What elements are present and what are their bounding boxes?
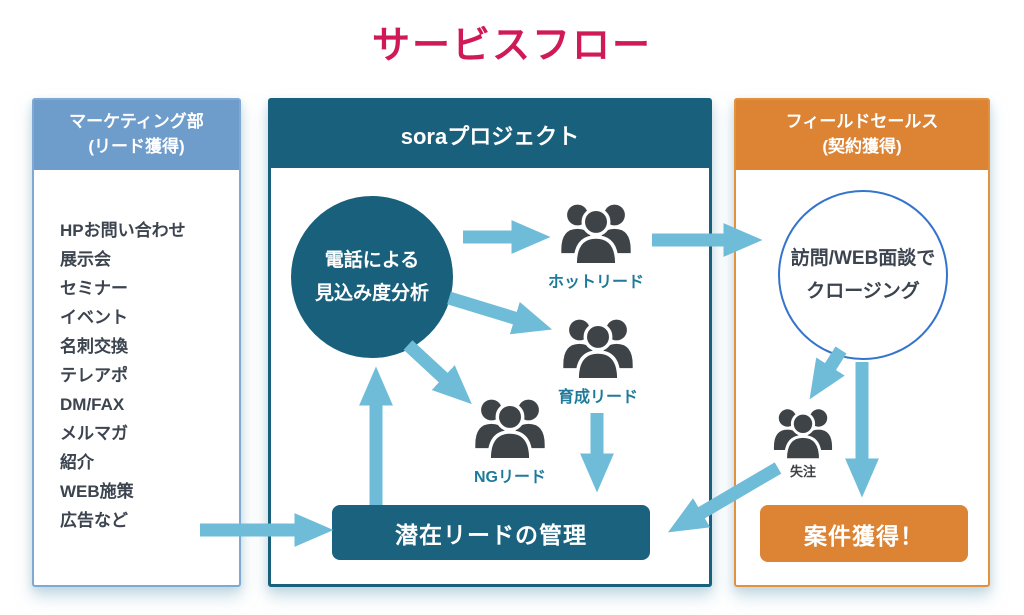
closing-line2: クロージング	[806, 281, 920, 302]
marketing-header-line2: (リード獲得)	[88, 137, 185, 156]
analysis-line2: 見込み度分析	[314, 283, 429, 304]
list-item: WEB施策	[60, 482, 134, 501]
latent-lead-management-box: 潜在リードの管理	[332, 505, 650, 560]
people-icon	[561, 316, 635, 382]
list-item: セミナー	[60, 279, 128, 298]
list-item: テレアポ	[60, 366, 128, 385]
marketing-header-line1: マーケティング部	[69, 112, 204, 132]
list-item: DM/FAX	[60, 395, 125, 414]
closing-circle: 訪問/WEB面談で クロージング	[778, 190, 948, 360]
sales-header-line1: フィールドセールス	[785, 112, 939, 132]
win-box-label: 案件獲得！	[804, 522, 924, 549]
lead-source-list: HPお問い合わせ 展示会 セミナー イベント 名刺交換 テレアポ DM/FAX …	[34, 216, 239, 535]
marketing-panel-header: マーケティング部 (リード獲得)	[34, 100, 239, 170]
ng-lead-node: NGリード	[473, 396, 547, 487]
lost-deal-label: 失注	[789, 464, 816, 479]
deal-won-box: 案件獲得！	[760, 505, 968, 562]
manage-box-label: 潜在リードの管理	[395, 521, 587, 548]
list-item: 名刺交換	[60, 337, 128, 356]
nurture-lead-label: 育成リード	[558, 389, 639, 406]
list-item: HPお問い合わせ	[60, 221, 186, 240]
people-icon	[772, 406, 834, 462]
list-item: 紹介	[60, 453, 94, 472]
sora-header-title: soraプロジェクト	[400, 123, 580, 149]
people-icon	[473, 396, 547, 462]
list-item: 広告など	[60, 511, 128, 530]
list-item: 展示会	[60, 250, 111, 269]
hot-lead-label: ホットリード	[548, 274, 645, 291]
hot-lead-node: ホットリード	[548, 201, 644, 292]
phone-analysis-circle: 電話による 見込み度分析	[291, 196, 453, 358]
list-item: メルマガ	[60, 424, 128, 443]
sales-header-line2: (契約獲得)	[822, 137, 902, 156]
analysis-line1: 電話による	[324, 249, 420, 271]
lost-deal-node: 失注	[772, 406, 834, 480]
sora-panel-header: soraプロジェクト	[271, 101, 709, 168]
list-item: イベント	[60, 308, 128, 327]
nurture-lead-node: 育成リード	[558, 316, 639, 407]
ng-lead-label: NGリード	[473, 469, 546, 486]
marketing-panel: マーケティング部 (リード獲得) HPお問い合わせ 展示会 セミナー イベント …	[32, 98, 241, 587]
closing-line1: 訪問/WEB面談で	[790, 247, 936, 269]
sales-panel-header: フィールドセールス (契約獲得)	[736, 100, 988, 170]
page-title: サービスフロー	[371, 25, 652, 67]
people-icon	[559, 201, 633, 267]
